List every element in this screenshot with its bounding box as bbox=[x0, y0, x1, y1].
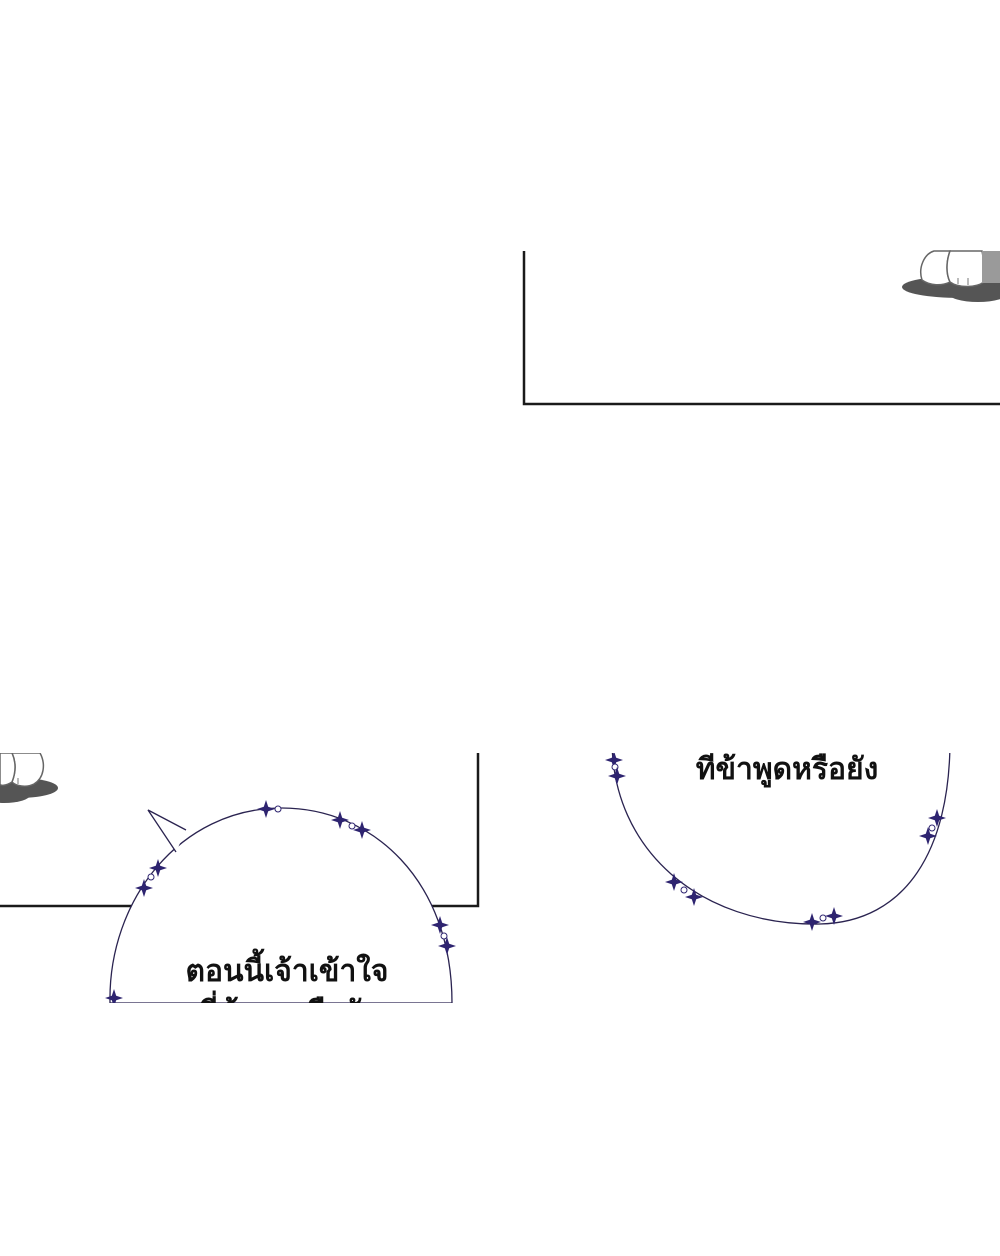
balloon-fill bbox=[109, 807, 453, 1003]
speech-balloon-right: ทีข้าพูดหรือยัง bbox=[605, 752, 951, 931]
balloon-left-line-2: ที่ข้า...หรือยัง bbox=[198, 990, 375, 1030]
cat-paw bbox=[11, 753, 45, 787]
cat-paws-middle bbox=[0, 753, 58, 803]
balloon-left-line-1: ตอนนี้เจ้าเข้าใจ bbox=[185, 948, 388, 989]
speech-balloon-left: ตอนนี้เจ้าเข้าใจ ที่ข้า...หรือยัง bbox=[105, 800, 456, 1030]
cat-paw-left bbox=[920, 250, 952, 286]
balloon-tail bbox=[147, 809, 187, 853]
balloon-fill bbox=[611, 753, 951, 925]
balloon-right-line-1: ทีข้าพูดหรือยัง bbox=[696, 752, 879, 788]
cat-paws-top bbox=[902, 250, 1000, 302]
top-right-panel-border bbox=[522, 251, 1000, 406]
cat-paw-right bbox=[946, 250, 986, 288]
middle-left-panel bbox=[0, 753, 480, 908]
top-right-panel bbox=[522, 250, 1000, 406]
